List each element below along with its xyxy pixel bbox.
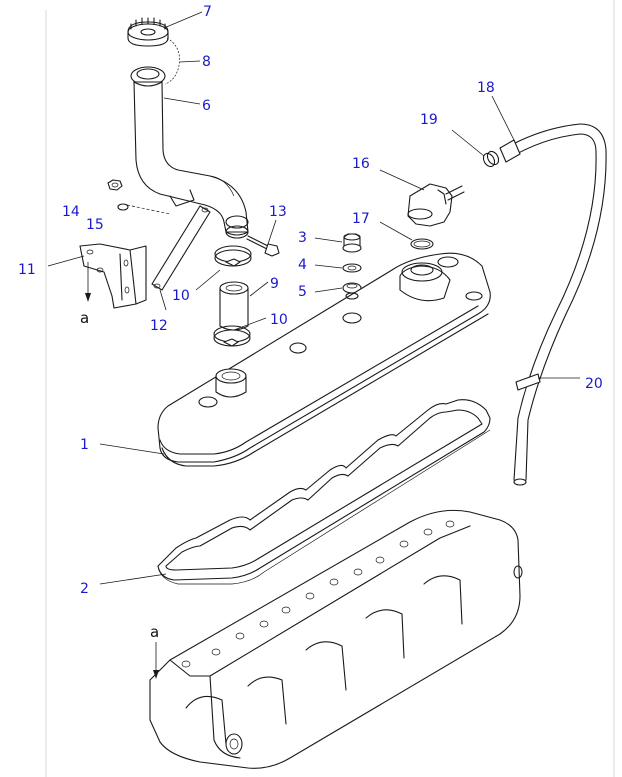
gasket-4: [342, 263, 362, 273]
callout-19: 19: [420, 112, 438, 128]
hose-clip-20: [515, 373, 541, 391]
cylinder-head: [149, 509, 523, 769]
callout-16: 16: [352, 156, 370, 172]
stay-bar-12: [151, 205, 211, 291]
callout-15: 15: [86, 217, 104, 233]
washer-15: [117, 203, 129, 211]
ref-arrowhead-lower: [153, 670, 159, 679]
callout-13: 13: [269, 204, 287, 220]
callout-14: 14: [62, 204, 80, 220]
callout-17: 17: [352, 211, 370, 227]
cap-chain: [164, 37, 180, 85]
breather-elbow-16: [407, 183, 465, 227]
callout-18: 18: [477, 80, 495, 96]
callout-labels: 7 8 6 14 15 11 12 10 9 10 13 3 4 5 16 17…: [18, 4, 603, 597]
hose-clamp-upper: [214, 245, 252, 267]
hose-clamp-lower: [213, 325, 251, 347]
filler-cap: [127, 17, 169, 47]
callout-10-upper: 10: [172, 288, 190, 304]
filler-neck-ring: [130, 66, 166, 86]
breather-hose-18: [499, 123, 607, 486]
hose-clamp-19: [482, 150, 500, 168]
callout-10-lower: 10: [270, 312, 288, 328]
callout-2: 2: [80, 581, 89, 597]
nut-14: [107, 179, 123, 191]
callout-12: 12: [150, 318, 168, 334]
bolt-13: [246, 235, 280, 257]
callout-3: 3: [298, 230, 307, 246]
ref-mark-a-lower: a: [150, 623, 159, 641]
leader-bolt-line: [126, 204, 171, 215]
callout-20: 20: [585, 376, 603, 392]
callout-1: 1: [80, 437, 89, 453]
callout-7: 7: [203, 4, 212, 20]
callout-4: 4: [298, 257, 307, 273]
cylinder-head-cover: [157, 252, 491, 467]
ref-mark-a-upper: a: [80, 309, 89, 327]
filler-tube: [133, 81, 249, 239]
bracket-11: [79, 243, 147, 309]
cover-gasket: [157, 399, 491, 585]
o-ring-17: [410, 238, 434, 250]
ref-arrowhead-upper: [85, 293, 91, 302]
plug-3: [342, 233, 362, 253]
callout-8: 8: [202, 54, 211, 70]
callout-11: 11: [18, 262, 36, 278]
callout-5: 5: [298, 284, 307, 300]
hose-9: [219, 281, 249, 331]
callout-6: 6: [202, 98, 211, 114]
callout-9: 9: [270, 276, 279, 292]
leader-lines: [47, 11, 580, 585]
